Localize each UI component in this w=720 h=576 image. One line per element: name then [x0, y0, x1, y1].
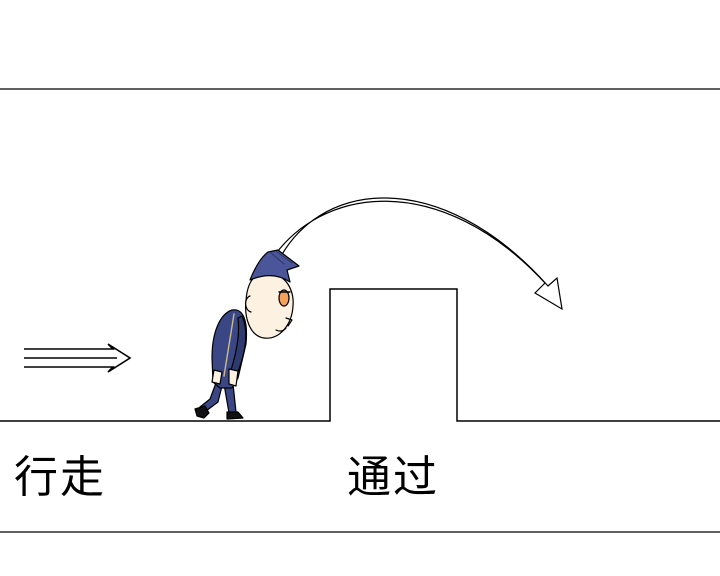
character-sash — [223, 313, 235, 377]
character-cuff — [211, 369, 223, 385]
right-arrow-icon — [24, 343, 132, 373]
character-ear — [245, 295, 252, 313]
character-head — [245, 272, 294, 339]
label-walk: 行走 — [14, 452, 106, 503]
ground-with-obstacle — [0, 288, 720, 422]
character-mouth — [285, 317, 293, 327]
character-hat — [249, 249, 300, 283]
walking-character — [194, 249, 300, 420]
curved-arrow-icon — [269, 197, 563, 311]
label-pass: 通过 — [347, 452, 439, 503]
character-eye — [278, 289, 290, 307]
character-front-shoe — [226, 411, 244, 420]
character-hand — [228, 368, 239, 387]
character-back-shoe — [194, 405, 210, 419]
